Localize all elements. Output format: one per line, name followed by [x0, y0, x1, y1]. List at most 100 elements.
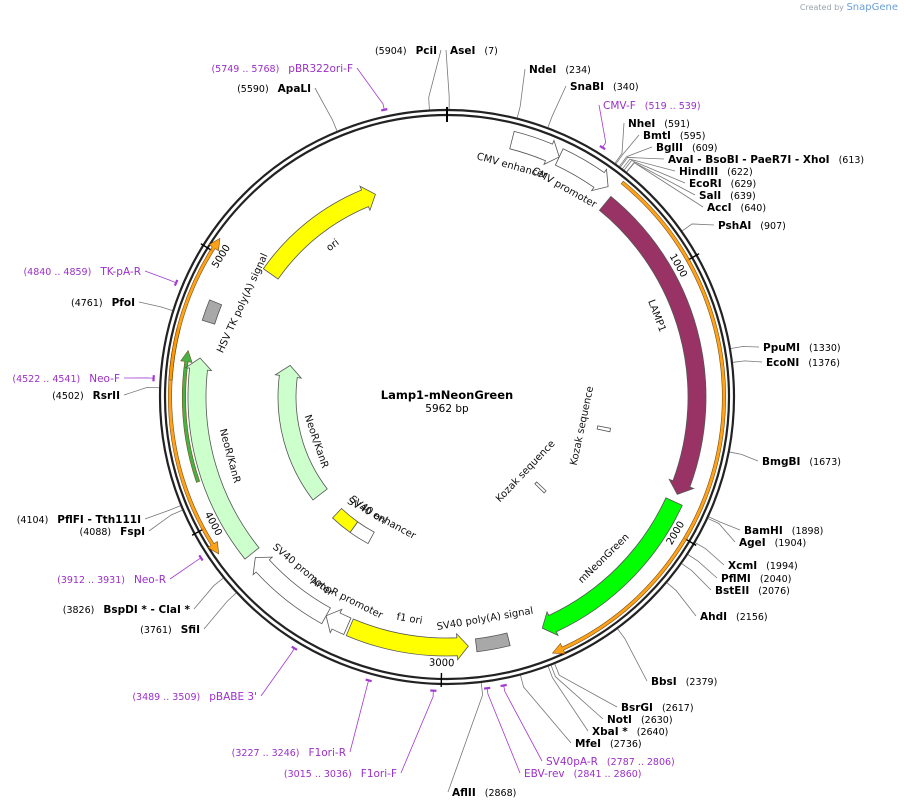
- enzyme-bsrgi[interactable]: BsrGI(2617): [621, 702, 694, 714]
- enzyme-ecori[interactable]: EcoRI(629): [689, 178, 756, 190]
- feature-arrows: [184, 130, 707, 661]
- enzyme-agei[interactable]: AgeI(1904): [739, 537, 806, 549]
- feature-cmv-promoter[interactable]: [554, 148, 609, 192]
- enzyme-apali[interactable]: ApaLI(5590): [237, 83, 311, 95]
- enzyme-pflfi-tth111i[interactable]: PflFI - Tth111I(4104): [17, 514, 141, 526]
- primer-tk-pa-r[interactable]: TK-pA-R(4840 .. 4859): [23, 266, 141, 278]
- primer-site-tk-pa-r[interactable]: [173, 279, 179, 287]
- site-name: TK-pA-R: [99, 266, 141, 278]
- enzyme-fspi[interactable]: FspI(4088): [80, 526, 145, 538]
- enzyme-bsteii[interactable]: BstEII(2076): [715, 585, 790, 597]
- primer-site-pbr322ori-f[interactable]: [381, 108, 388, 112]
- enzyme-hindiii[interactable]: HindIII(622): [679, 166, 753, 178]
- primer-ebv-rev[interactable]: EBV-rev(2841 .. 2860): [524, 768, 642, 780]
- primer-site-ebv-rev[interactable]: [483, 686, 491, 690]
- site-name: BmgBI: [762, 456, 800, 468]
- site-name: XcmI: [728, 560, 757, 572]
- enzyme-bmgbi[interactable]: BmgBI(1673): [762, 456, 841, 468]
- enzyme-bamhi[interactable]: BamHI(1898): [744, 525, 823, 537]
- enzyme-ppumi[interactable]: PpuMI(1330): [763, 342, 841, 354]
- enzyme-pflmi[interactable]: PflMI(2040): [721, 573, 791, 585]
- enzyme-bspdi-clai[interactable]: BspDI * - ClaI *(3826): [63, 604, 191, 616]
- site-name: FspI: [120, 526, 145, 538]
- site-name: PciI: [416, 45, 437, 57]
- feature-neor-kanr[interactable]: [184, 357, 260, 560]
- feature-kozak-sequence-1[interactable]: [596, 425, 611, 433]
- enzyme-sali[interactable]: SalI(639): [699, 190, 756, 202]
- primer-neo-r[interactable]: Neo-R(3912 .. 3931): [57, 574, 166, 586]
- site-name: MfeI: [575, 738, 601, 750]
- primer-f1ori-r[interactable]: F1ori-R(3227 .. 3246): [232, 747, 346, 759]
- orf-arrow[interactable]: [180, 349, 201, 483]
- enzyme-leader-line: [550, 665, 604, 720]
- feature-hsv-tk-poly-a-signal[interactable]: [201, 299, 223, 325]
- enzyme-snabi[interactable]: SnaBI(340): [570, 81, 639, 93]
- enzyme-acci[interactable]: AccI(640): [707, 202, 766, 214]
- enzyme-pfoi[interactable]: PfoI(4761): [71, 297, 135, 309]
- primer-cmv-f[interactable]: CMV-F(519 .. 539): [603, 100, 701, 112]
- site-name: BspDI * - ClaI *: [103, 604, 190, 616]
- primer-site-sv40pa-r[interactable]: [500, 683, 507, 688]
- site-name: AccI: [707, 202, 731, 214]
- enzyme-avai-bsobi-paer7i-xhoi[interactable]: AvaI - BsoBI - PaeR7I - XhoI(613): [668, 154, 864, 166]
- feature-ampr-promoter[interactable]: [325, 608, 352, 636]
- enzyme-bbsi[interactable]: BbsI(2379): [651, 676, 717, 688]
- enzyme-leader-line: [682, 223, 715, 232]
- enzyme-leader-line: [730, 346, 760, 349]
- enzyme-leader-line: [445, 49, 450, 110]
- site-position: (629): [731, 179, 757, 190]
- feature-kozak-sequence-2[interactable]: [534, 481, 547, 494]
- feature-ori[interactable]: [262, 185, 376, 280]
- primer-neo-f[interactable]: Neo-F(4522 .. 4541): [12, 373, 120, 385]
- site-labels[interactable]: PciI (5904) AseI(7) NdeI(234) SnaBI(340) NheI…: [12, 45, 864, 799]
- enzyme-ndei[interactable]: NdeI(234): [529, 64, 591, 76]
- enzyme-bmti[interactable]: BmtI(595): [643, 130, 705, 142]
- feature-mneongreen[interactable]: [541, 497, 683, 637]
- feature-sv40-poly-a-signal[interactable]: [474, 632, 511, 653]
- feature-cmv-enhancer[interactable]: [509, 130, 560, 166]
- orf-arrow[interactable]: [168, 237, 221, 381]
- feature-neor-kanr-inner[interactable]: [274, 364, 328, 501]
- primer-pbabe-3[interactable]: pBABE 3'(3489 .. 3509): [132, 691, 257, 703]
- enzyme-leader-line: [547, 85, 567, 128]
- enzyme-econi[interactable]: EcoNI(1376): [766, 357, 840, 369]
- feature-label-f1-ori: f1 ori: [396, 612, 424, 627]
- site-name: HindIII: [679, 166, 718, 178]
- site-position: (5904): [375, 46, 407, 57]
- enzyme-leader-line: [695, 542, 725, 566]
- feature-label-sv40-poly-a-signal: SV40 poly(A) signal: [436, 606, 534, 633]
- enzyme-rsrii[interactable]: RsrII(4502): [52, 390, 120, 402]
- primer-site-pbabe-3[interactable]: [291, 645, 298, 651]
- orf-arrow[interactable]: [551, 180, 726, 655]
- primer-site-neo-r[interactable]: [198, 554, 204, 562]
- site-position: (340): [613, 82, 639, 93]
- enzyme-aflii[interactable]: AflII(2868): [452, 787, 516, 799]
- enzyme-asei[interactable]: AseI(7): [450, 45, 498, 57]
- feature-sv40-ori[interactable]: [332, 507, 359, 533]
- enzyme-pshai[interactable]: PshAI(907): [718, 220, 786, 232]
- feature-sv40-enhancer[interactable]: [349, 521, 375, 545]
- enzyme-leader-line: [732, 360, 763, 363]
- enzyme-nhei[interactable]: NheI(591): [628, 118, 690, 130]
- enzyme-pcii[interactable]: PciI (5904): [375, 45, 437, 57]
- enzyme-xbai[interactable]: XbaI *(2640): [592, 726, 668, 738]
- primer-site-f1ori-r[interactable]: [365, 678, 372, 683]
- enzyme-noti[interactable]: NotI(2630): [607, 714, 673, 726]
- enzyme-ahdi[interactable]: AhdI(2156): [700, 611, 768, 623]
- enzyme-bglii[interactable]: BglII(609): [656, 142, 717, 154]
- enzyme-mfei[interactable]: MfeI(2736): [575, 738, 642, 750]
- feature-sv40-promoter[interactable]: [252, 556, 331, 625]
- enzyme-leader-line: [729, 451, 759, 462]
- feature-lamp1[interactable]: [598, 195, 707, 495]
- site-position: (595): [680, 131, 706, 142]
- site-name: AseI: [450, 45, 475, 57]
- primer-site-cmv-f[interactable]: [599, 144, 606, 151]
- primer-sv40pa-r[interactable]: SV40pA-R(2787 .. 2806): [546, 756, 675, 768]
- site-position: (2379): [686, 677, 718, 688]
- enzyme-sfii[interactable]: SfiI(3761): [140, 624, 200, 636]
- enzyme-xcmi[interactable]: XcmI(1994): [728, 560, 798, 572]
- feature-label-ori: ori: [325, 237, 342, 254]
- feature-f1-ori[interactable]: [345, 618, 469, 661]
- primer-f1ori-f[interactable]: F1ori-F(3015 .. 3036): [284, 768, 397, 780]
- primer-pbr322ori-f[interactable]: pBR322ori-F(5749 .. 5768): [211, 63, 353, 75]
